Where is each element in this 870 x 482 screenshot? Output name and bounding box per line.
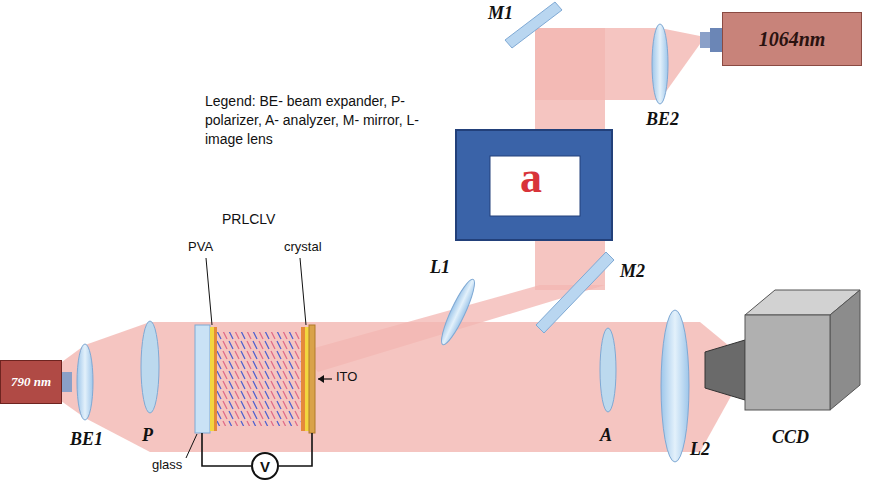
laser-790: 790 nm (0, 360, 62, 404)
node-text: 790 nm (11, 374, 51, 390)
part-label: crystal (284, 240, 322, 254)
part-label: Legend: BE- beam expander, P- polarizer,… (205, 92, 437, 149)
node-text: 1064nm (759, 28, 826, 51)
part-label: L1 (430, 258, 450, 278)
part-label: M2 (620, 262, 645, 282)
part-label: a (520, 154, 542, 202)
node-text: V (260, 458, 270, 475)
part-label: BE1 (70, 430, 103, 450)
voltage-source: V (251, 452, 279, 480)
part-label: CCD (772, 428, 809, 448)
part-label: ITO (336, 370, 357, 384)
part-label: P (142, 426, 153, 446)
part-label: glass (152, 458, 182, 472)
part-label: A (600, 426, 612, 446)
part-label: M1 (488, 4, 513, 24)
laser-1064: 1064nm (722, 12, 862, 66)
part-label: L2 (690, 440, 710, 460)
part-label: PVA (188, 240, 213, 254)
part-label: PRLCLV (222, 212, 275, 227)
part-label: BE2 (646, 110, 679, 130)
